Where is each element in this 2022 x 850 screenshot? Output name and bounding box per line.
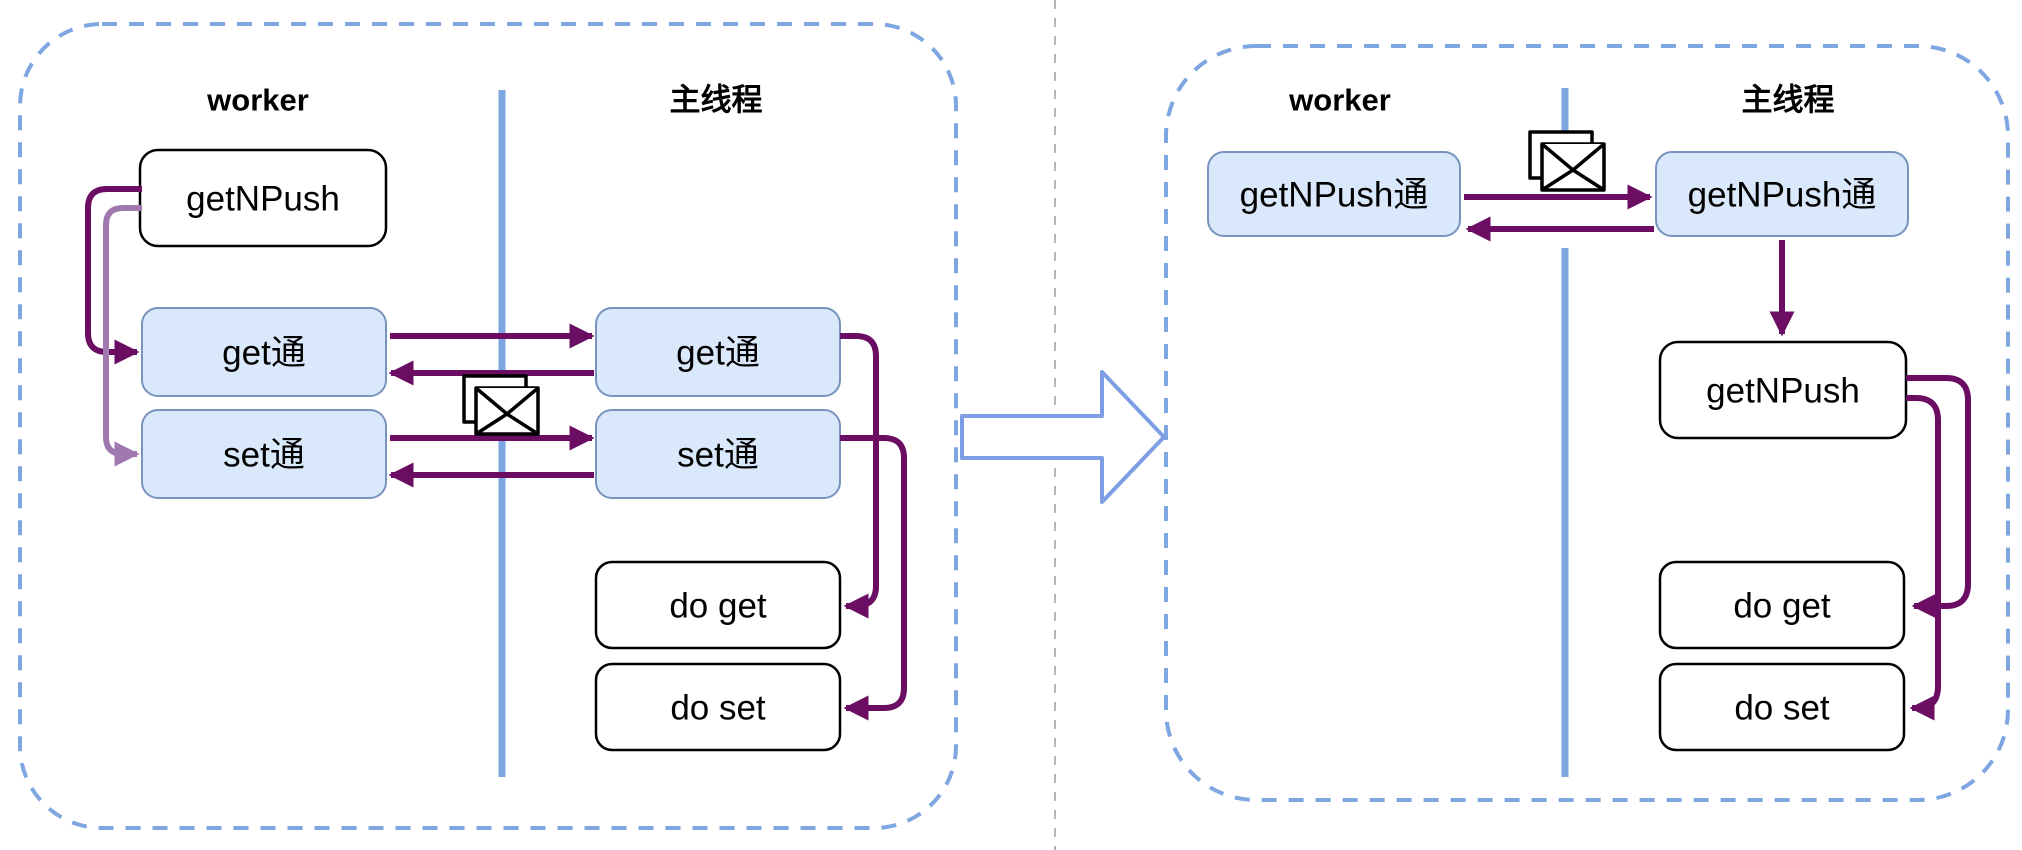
node-getnpush-ch-main-label: getNPush通: [1688, 176, 1877, 215]
node-getnpush-ch-main-box: [1655, 151, 1909, 237]
node-do-get-left: do get: [594, 560, 842, 650]
left-panel-border: [18, 22, 958, 830]
envelope-icon: [462, 374, 540, 436]
node-do-set-left: do set: [594, 662, 842, 752]
left-main-thread-title: 主线程: [670, 83, 763, 118]
left-worker-title: worker: [206, 83, 309, 118]
node-getnpush-ch-main: getNPush通: [1655, 151, 1909, 237]
node-get-main-box: [595, 307, 841, 397]
node-do-set-left-box: [594, 662, 842, 752]
left-panel: worker 主线程 getNPush get通 set通 get通 set通: [18, 22, 958, 830]
node-do-get-right: do get: [1658, 560, 1906, 650]
node-get-worker: get通: [141, 307, 387, 397]
node-getnpush-ch-worker: getNPush通: [1207, 151, 1461, 237]
node-get-main-label: get通: [676, 334, 760, 373]
node-do-get-left-box: [594, 560, 842, 650]
node-get-worker-label: get通: [222, 334, 306, 373]
node-do-set-right: do set: [1658, 662, 1906, 752]
node-getnpush-right-box: [1658, 340, 1908, 440]
node-set-main-label: set通: [677, 436, 759, 475]
node-getnpush-right-label: getNPush: [1706, 372, 1860, 411]
node-getnpush-left-label: getNPush: [186, 180, 340, 219]
node-get-main: get通: [595, 307, 841, 397]
arrow-getnpush-to-set: [103, 205, 142, 467]
node-do-get-right-box: [1658, 560, 1906, 650]
node-set-main: set通: [595, 409, 841, 499]
right-main-thread-title: 主线程: [1742, 83, 1835, 118]
node-getnpush-left: getNPush: [138, 148, 388, 248]
node-set-main-box: [595, 409, 841, 499]
node-set-worker: set通: [141, 409, 387, 499]
node-set-worker-box: [141, 409, 387, 499]
node-do-get-right-label: do get: [1733, 587, 1831, 626]
arrow-getnpush-to-doget: [1906, 375, 1971, 619]
envelope-icon-right: [1528, 130, 1606, 192]
node-getnpush-ch-worker-box: [1207, 151, 1461, 237]
big-right-arrow: [960, 370, 1166, 504]
node-get-worker-box: [141, 307, 387, 397]
node-set-worker-label: set通: [223, 436, 305, 475]
node-getnpush-right: getNPush: [1658, 340, 1908, 440]
node-getnpush-left-box: [138, 148, 388, 248]
arrow-getnpush-to-get: [85, 186, 142, 365]
node-do-set-right-box: [1658, 662, 1906, 752]
node-getnpush-ch-worker-label: getNPush通: [1240, 176, 1429, 215]
right-worker-title: worker: [1288, 83, 1391, 118]
right-panel: worker 主线程 getNPush通 getNPush通 getNPush: [1164, 44, 2010, 802]
arrow-set-main-to-doset: [840, 435, 907, 721]
node-do-get-left-label: do get: [669, 587, 767, 626]
arrow-get-main-to-doget: [840, 333, 879, 619]
arrow-getnpush-to-doset: [1906, 395, 1941, 721]
node-do-set-right-label: do set: [1734, 689, 1830, 728]
node-do-set-left-label: do set: [670, 689, 766, 728]
right-panel-border: [1164, 44, 2010, 802]
